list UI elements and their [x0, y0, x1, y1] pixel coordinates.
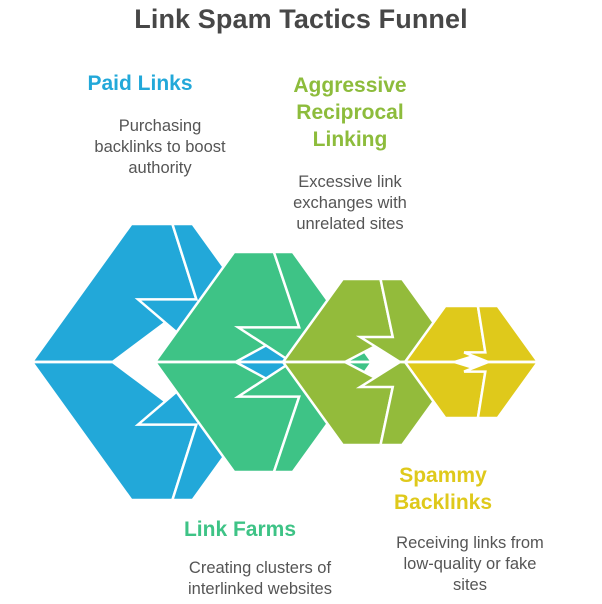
desc-line: Purchasing: [118, 117, 202, 135]
desc-line: backlinks to boost: [94, 138, 226, 156]
desc-line: authority: [128, 159, 192, 177]
stage-label-aggressive-reciprocal-linking: Aggressive Reciprocal Linking: [250, 72, 450, 153]
stage-description-spammy-backlinks: Receiving links from low-quality or fake…: [370, 533, 570, 596]
stage-description-aggressive-reciprocal-linking: Excessive link exchanges with unrelated …: [250, 172, 450, 235]
stage-label-link-farms: Link Farms: [183, 518, 297, 541]
desc-line: exchanges with: [293, 194, 407, 212]
desc-line: Receiving links from: [396, 534, 544, 552]
desc-line: low-quality or fake: [403, 555, 537, 573]
stage-description-paid-links: Purchasing backlinks to boost authority: [60, 116, 260, 179]
desc-line: interlinked websites: [188, 580, 332, 598]
label-line: Backlinks: [393, 491, 493, 514]
label-line: Aggressive: [293, 74, 407, 97]
stage-description-link-farms: Creating clusters of interlinked website…: [160, 558, 360, 600]
desc-line: Excessive link: [298, 173, 402, 191]
desc-line: Creating clusters of: [188, 559, 332, 577]
stage-label-paid-links: Paid Links: [87, 72, 193, 95]
stage-label-spammy-backlinks: Spammy Backlinks: [343, 462, 543, 516]
desc-line: unrelated sites: [296, 215, 404, 233]
diagram-title: Link Spam Tactics Funnel: [134, 4, 468, 34]
label-line: Spammy: [399, 464, 487, 487]
desc-line: sites: [453, 576, 487, 594]
label-line: Linking: [312, 128, 388, 151]
label-line: Reciprocal: [296, 101, 404, 124]
